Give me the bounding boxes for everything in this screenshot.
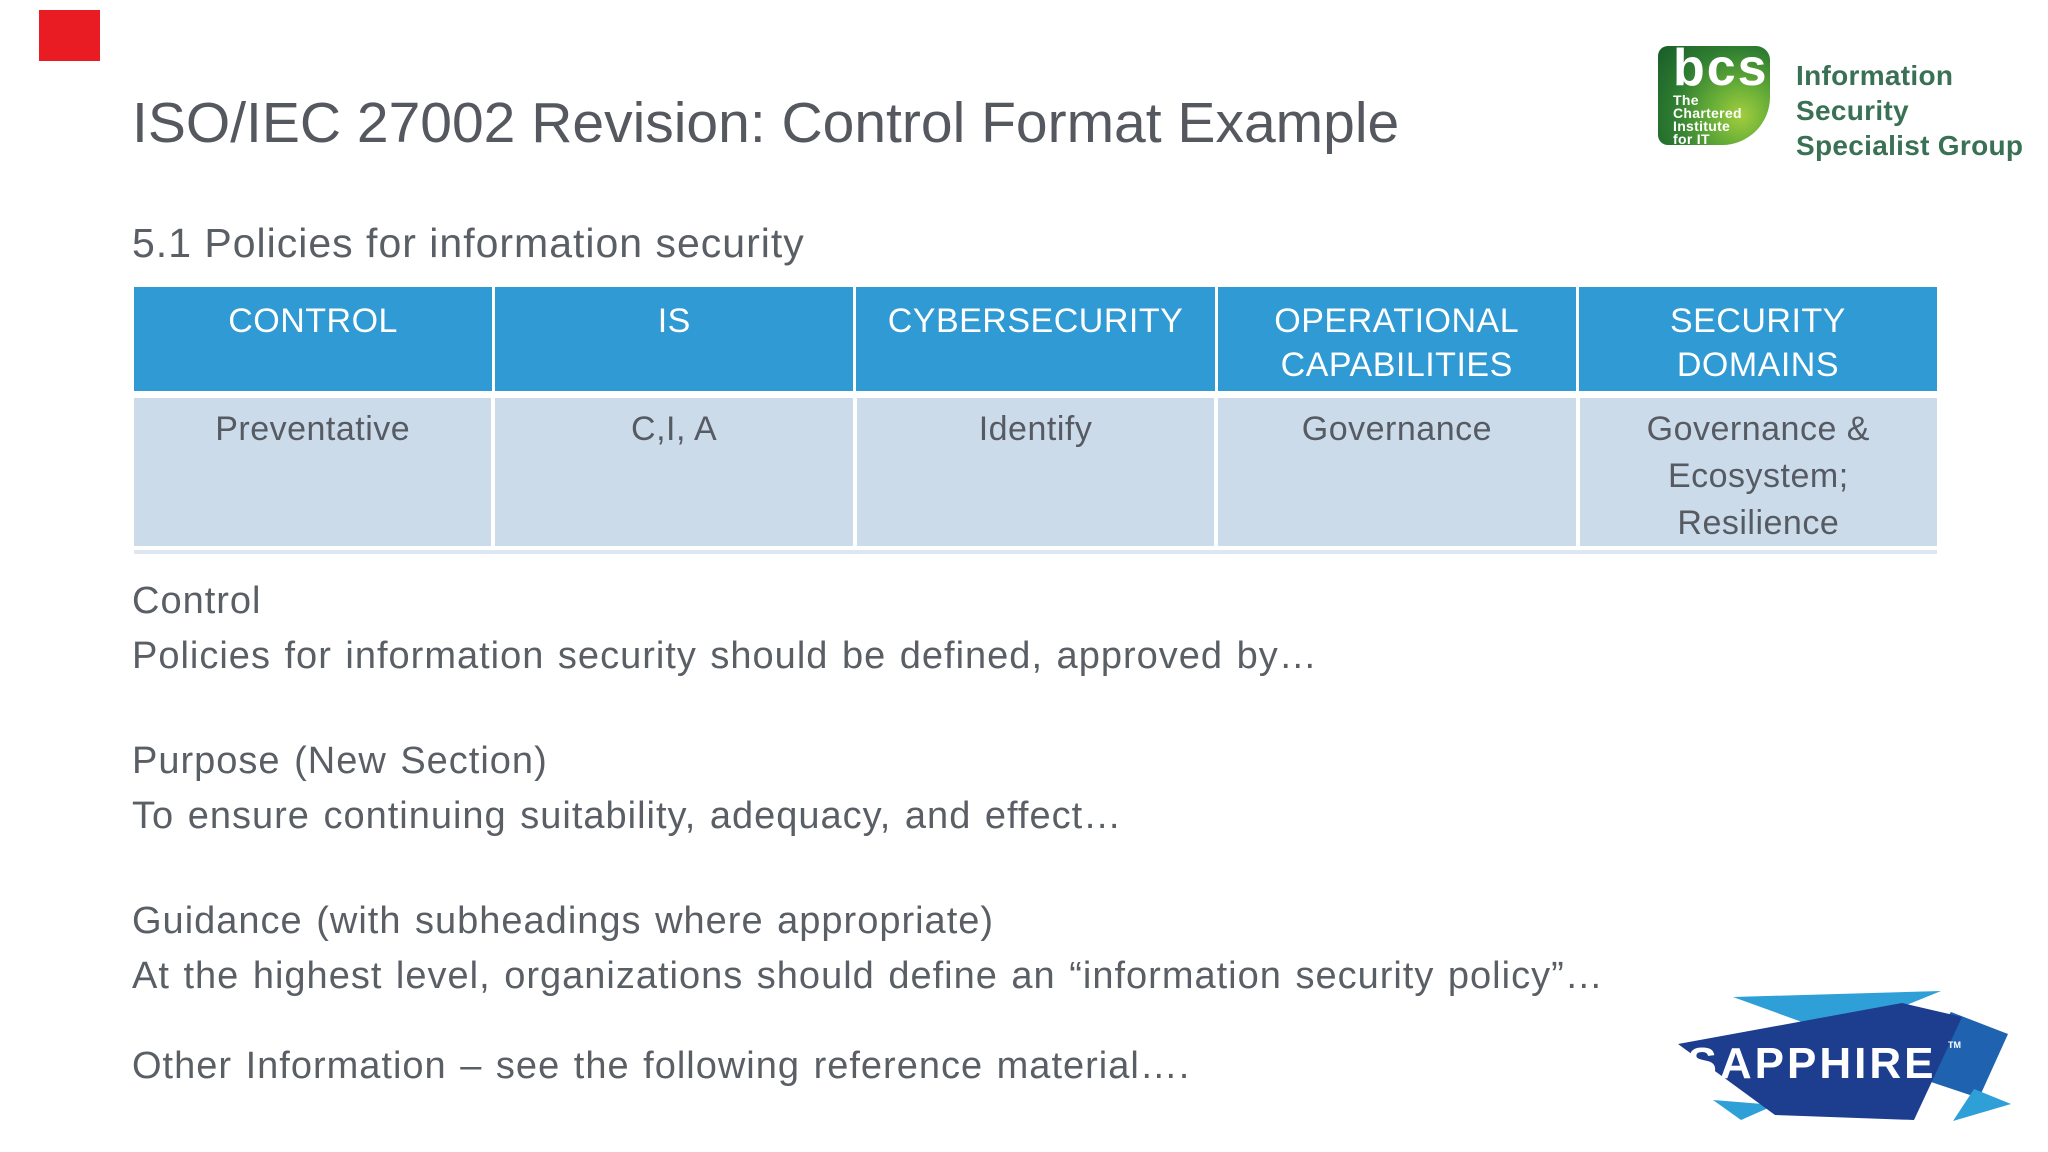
table-row-divider [134, 391, 1937, 398]
table-cell-control-type: Preventative [134, 398, 492, 546]
table-header-row: CONTROL IS CYBERSECURITY OPERATIONAL CAP… [134, 287, 1938, 391]
table-cell-cybersecurity: Identify [856, 398, 1215, 546]
control-attributes-table: CONTROL IS CYBERSECURITY OPERATIONAL CAP… [134, 287, 1938, 554]
bcs-group-name: Information Security Specialist Group [1796, 60, 2024, 161]
sapphire-logo: SAPPHIRE TM [1678, 991, 2011, 1121]
table-row: Preventative C,I, A Identify Governance … [134, 398, 1938, 546]
slide-title: ISO/IEC 27002 Revision: Control Format E… [132, 91, 1400, 155]
sapphire-logo-shape-main [1678, 1003, 1962, 1120]
section-purpose-body: To ensure continuing suitability, adequa… [132, 795, 1123, 837]
section-other-information: Other Information – see the following re… [132, 1045, 1191, 1087]
section-guidance-body: At the highest level, organizations shou… [132, 955, 1604, 997]
bcs-logo: bcs The Chartered Institute for IT [1658, 46, 1770, 145]
table-header-control: CONTROL [134, 287, 493, 391]
table-header-operational-capabilities: OPERATIONAL CAPABILITIES [1217, 287, 1576, 391]
table-cell-is: C,I, A [495, 398, 853, 546]
clause-heading: 5.1 Policies for information security [132, 220, 805, 266]
table-cell-operational-capabilities: Governance [1218, 398, 1576, 546]
table-header-security-domains: SECURITY DOMAINS [1578, 287, 1938, 391]
sapphire-logo-shape-bottom-left [1713, 1100, 1775, 1120]
sapphire-logo-wordmark: SAPPHIRE [1688, 1039, 1937, 1088]
sapphire-logo-shape-bottom-right [1953, 1089, 2011, 1121]
section-control-heading: Control [132, 580, 262, 622]
bcs-logo-tagline: The Chartered Institute for IT [1673, 92, 1742, 145]
recording-marker [39, 10, 100, 61]
bcs-logo-acronym: bcs [1673, 46, 1769, 97]
table-bottom-border [134, 550, 1937, 554]
sapphire-logo-trademark: TM [1948, 1040, 1961, 1050]
section-guidance-heading: Guidance (with subheadings where appropr… [132, 900, 995, 942]
sapphire-logo-shape-top [1733, 991, 1941, 1034]
table-header-cybersecurity: CYBERSECURITY [856, 287, 1215, 391]
table-cell-security-domains: Governance & Ecosystem; Resilience [1579, 398, 1938, 546]
table-header-is: IS [495, 287, 854, 391]
section-purpose-heading: Purpose (New Section) [132, 740, 548, 782]
section-control-body: Policies for information security should… [132, 635, 1318, 677]
